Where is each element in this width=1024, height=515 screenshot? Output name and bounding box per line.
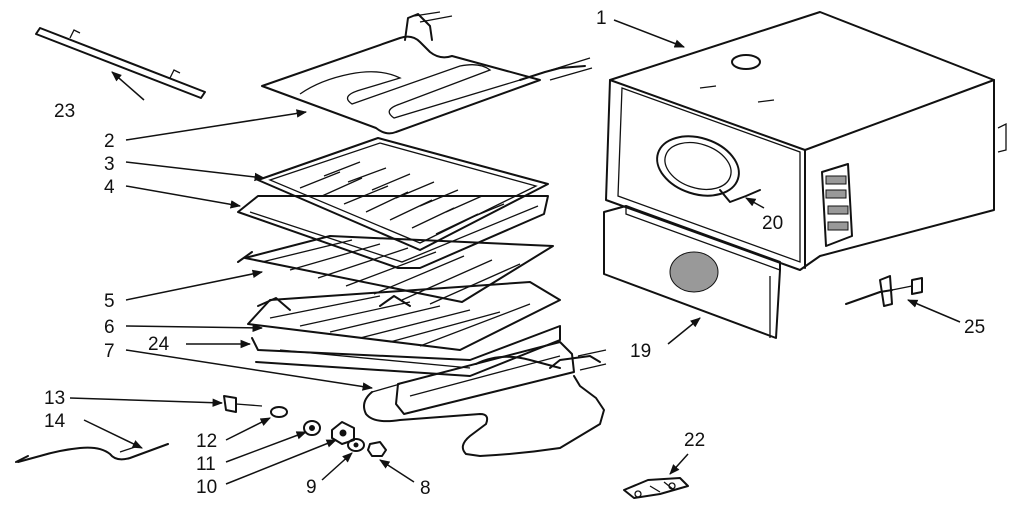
lower-panel-part-19 [603, 205, 781, 339]
label-8: 8 [420, 478, 431, 499]
leader-lines [69, 19, 961, 485]
label-2: 2 [104, 131, 115, 152]
label-9: 9 [306, 477, 317, 498]
broil-pan-part-4 [237, 195, 549, 269]
sensor-probe-part-25 [845, 275, 923, 307]
oven-rack-part-5 [237, 235, 554, 305]
label-25: 25 [964, 317, 985, 338]
label-1: 1 [596, 8, 607, 29]
wire-harness-part-14 [15, 443, 169, 463]
rack-support-part-24 [251, 325, 561, 377]
label-14: 14 [44, 411, 66, 432]
label-20: 20 [762, 213, 783, 234]
clip-part-22 [623, 477, 689, 499]
label-7: 7 [104, 341, 115, 362]
bushing-part-12 [270, 406, 288, 418]
element-wire-loop [363, 375, 605, 457]
label-5: 5 [104, 291, 115, 312]
label-23: 23 [54, 101, 75, 122]
label-24: 24 [148, 334, 170, 355]
label-11: 11 [196, 454, 216, 475]
label-19: 19 [630, 341, 651, 362]
washer-part-9 [347, 438, 365, 452]
label-6: 6 [104, 317, 115, 338]
label-4: 4 [104, 177, 115, 198]
nut-part-11 [303, 420, 321, 436]
label-10: 10 [196, 477, 217, 498]
label-13: 13 [44, 388, 65, 409]
broil-grid-part-3 [257, 137, 549, 251]
oven-rack-part-6 [247, 281, 561, 351]
nut-part-8 [367, 441, 387, 457]
terminal-block [821, 163, 853, 247]
label-22: 22 [684, 430, 705, 451]
label-12: 12 [196, 431, 217, 452]
terminal-clip-part-13 [223, 395, 263, 413]
callout-labels: 1 2 3 4 5 6 7 24 13 14 12 11 10 9 8 23 1… [44, 8, 985, 499]
label-3: 3 [104, 154, 115, 175]
oven-cavity-part-1 [605, 11, 1007, 271]
broil-element-part-2 [261, 11, 593, 135]
bracket-part-23 [35, 27, 206, 99]
